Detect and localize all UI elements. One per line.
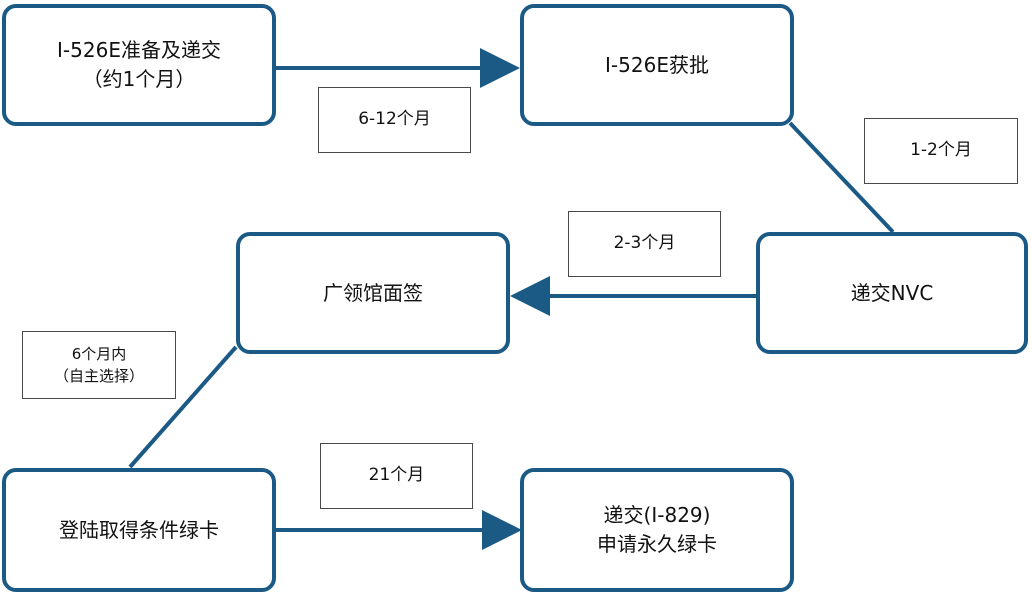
node-conditional-green-card-label: 登陆取得条件绿卡 xyxy=(59,517,219,542)
node-i829-submit-line2: 申请永久绿卡 xyxy=(597,532,717,556)
duration-label-approval-wait: 6-12个月 xyxy=(318,87,471,153)
node-nvc-submit: 递交NVC xyxy=(756,232,1028,354)
duration-label-entry-window: 6个月内 （自主选择） xyxy=(22,331,176,399)
duration-label-approval-wait-text: 6-12个月 xyxy=(358,109,431,130)
node-i526e-prepare-submit: I-526E准备及递交 （约1个月） xyxy=(2,4,276,126)
node-conditional-green-card: 登陆取得条件绿卡 xyxy=(2,468,276,592)
duration-label-entry-window-line1: 6个月内 xyxy=(71,344,127,363)
node-i526e-approved-label: I-526E获批 xyxy=(605,52,709,77)
connector-approved-to-nvc xyxy=(788,121,895,234)
duration-label-entry-window-line2: （自主选择） xyxy=(53,367,144,385)
node-consulate-interview: 广领馆面签 xyxy=(236,232,510,354)
node-i526e-prepare-submit-line1: I-526E准备及递交 xyxy=(57,38,221,62)
duration-label-nvc-wait-text: 1-2个月 xyxy=(910,140,972,161)
duration-label-nvc-wait: 1-2个月 xyxy=(864,118,1018,184)
duration-label-interview-wait-text: 2-3个月 xyxy=(613,233,676,254)
node-consulate-interview-label: 广领馆面签 xyxy=(323,280,423,305)
node-i526e-prepare-submit-line2: （约1个月） xyxy=(82,67,196,91)
connector-interview-to-green-card xyxy=(128,345,238,469)
node-i829-submit-line1: 递交(I-829) xyxy=(603,503,711,527)
node-i526e-approved: I-526E获批 xyxy=(520,4,794,126)
node-nvc-submit-label: 递交NVC xyxy=(850,280,934,305)
duration-label-i829-wait-text: 21个月 xyxy=(368,465,425,486)
duration-label-interview-wait: 2-3个月 xyxy=(568,211,721,277)
node-i829-submit: 递交(I-829) 申请永久绿卡 xyxy=(520,468,794,592)
duration-label-i829-wait: 21个月 xyxy=(320,443,473,509)
